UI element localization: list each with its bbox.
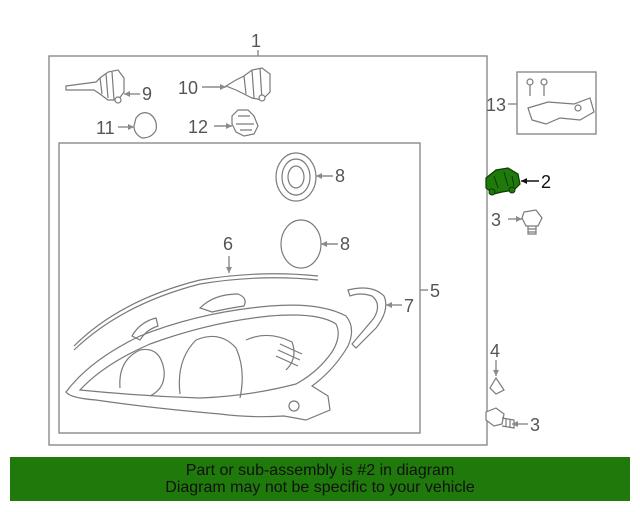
banner-line-2: Diagram may not be specific to your vehi…: [165, 479, 475, 496]
banner-line-1: Part or sub-assembly is #2 in diagram: [185, 462, 455, 479]
trim-7-icon[interactable]: [347, 287, 387, 349]
callout-3-upper[interactable]: 3: [491, 210, 501, 230]
socket-12-icon[interactable]: [231, 109, 259, 137]
housing-frame: [58, 142, 421, 434]
callout-6[interactable]: 6: [223, 234, 233, 254]
callout-10[interactable]: 10: [178, 78, 198, 98]
callout-3-lower[interactable]: 3: [530, 415, 540, 435]
callout-7[interactable]: 7: [404, 296, 414, 316]
clip-4-icon[interactable]: [489, 376, 505, 395]
part-info-banner: Part or sub-assembly is #2 in diagram Di…: [10, 457, 630, 501]
callout-9[interactable]: 9: [142, 84, 152, 104]
cap-8-upper-icon[interactable]: [275, 152, 317, 202]
bracket-kit-13-icon[interactable]: [526, 78, 595, 125]
callout-4[interactable]: 4: [490, 341, 500, 361]
callout-12[interactable]: 12: [188, 117, 208, 137]
callout-1[interactable]: 1: [251, 31, 261, 51]
bracket-kit-frame: [516, 71, 597, 135]
bracket-2-highlighted-icon[interactable]: [485, 167, 521, 196]
callout-11[interactable]: 11: [96, 118, 115, 138]
screw-3-lower-icon[interactable]: [485, 407, 515, 429]
callout-5[interactable]: 5: [430, 281, 440, 301]
trim-strip-6-icon[interactable]: [73, 273, 319, 351]
headlamp-assembly-frame: [48, 55, 488, 446]
callout-8-upper[interactable]: 8: [335, 166, 345, 186]
parts-diagram: 1 5 9 10 11 12 8: [48, 31, 597, 446]
callout-13[interactable]: 13: [486, 95, 506, 115]
bulb-10-icon[interactable]: [224, 67, 271, 102]
callout-2[interactable]: 2: [541, 172, 551, 192]
callout-8-lower[interactable]: 8: [340, 234, 350, 254]
bulb-9-icon[interactable]: [65, 69, 125, 104]
bulb-11-icon[interactable]: [133, 112, 157, 139]
headlamp-housing-icon[interactable]: [65, 293, 353, 421]
screw-3-upper-icon[interactable]: [521, 209, 543, 235]
cap-8-lower-icon[interactable]: [280, 219, 322, 269]
